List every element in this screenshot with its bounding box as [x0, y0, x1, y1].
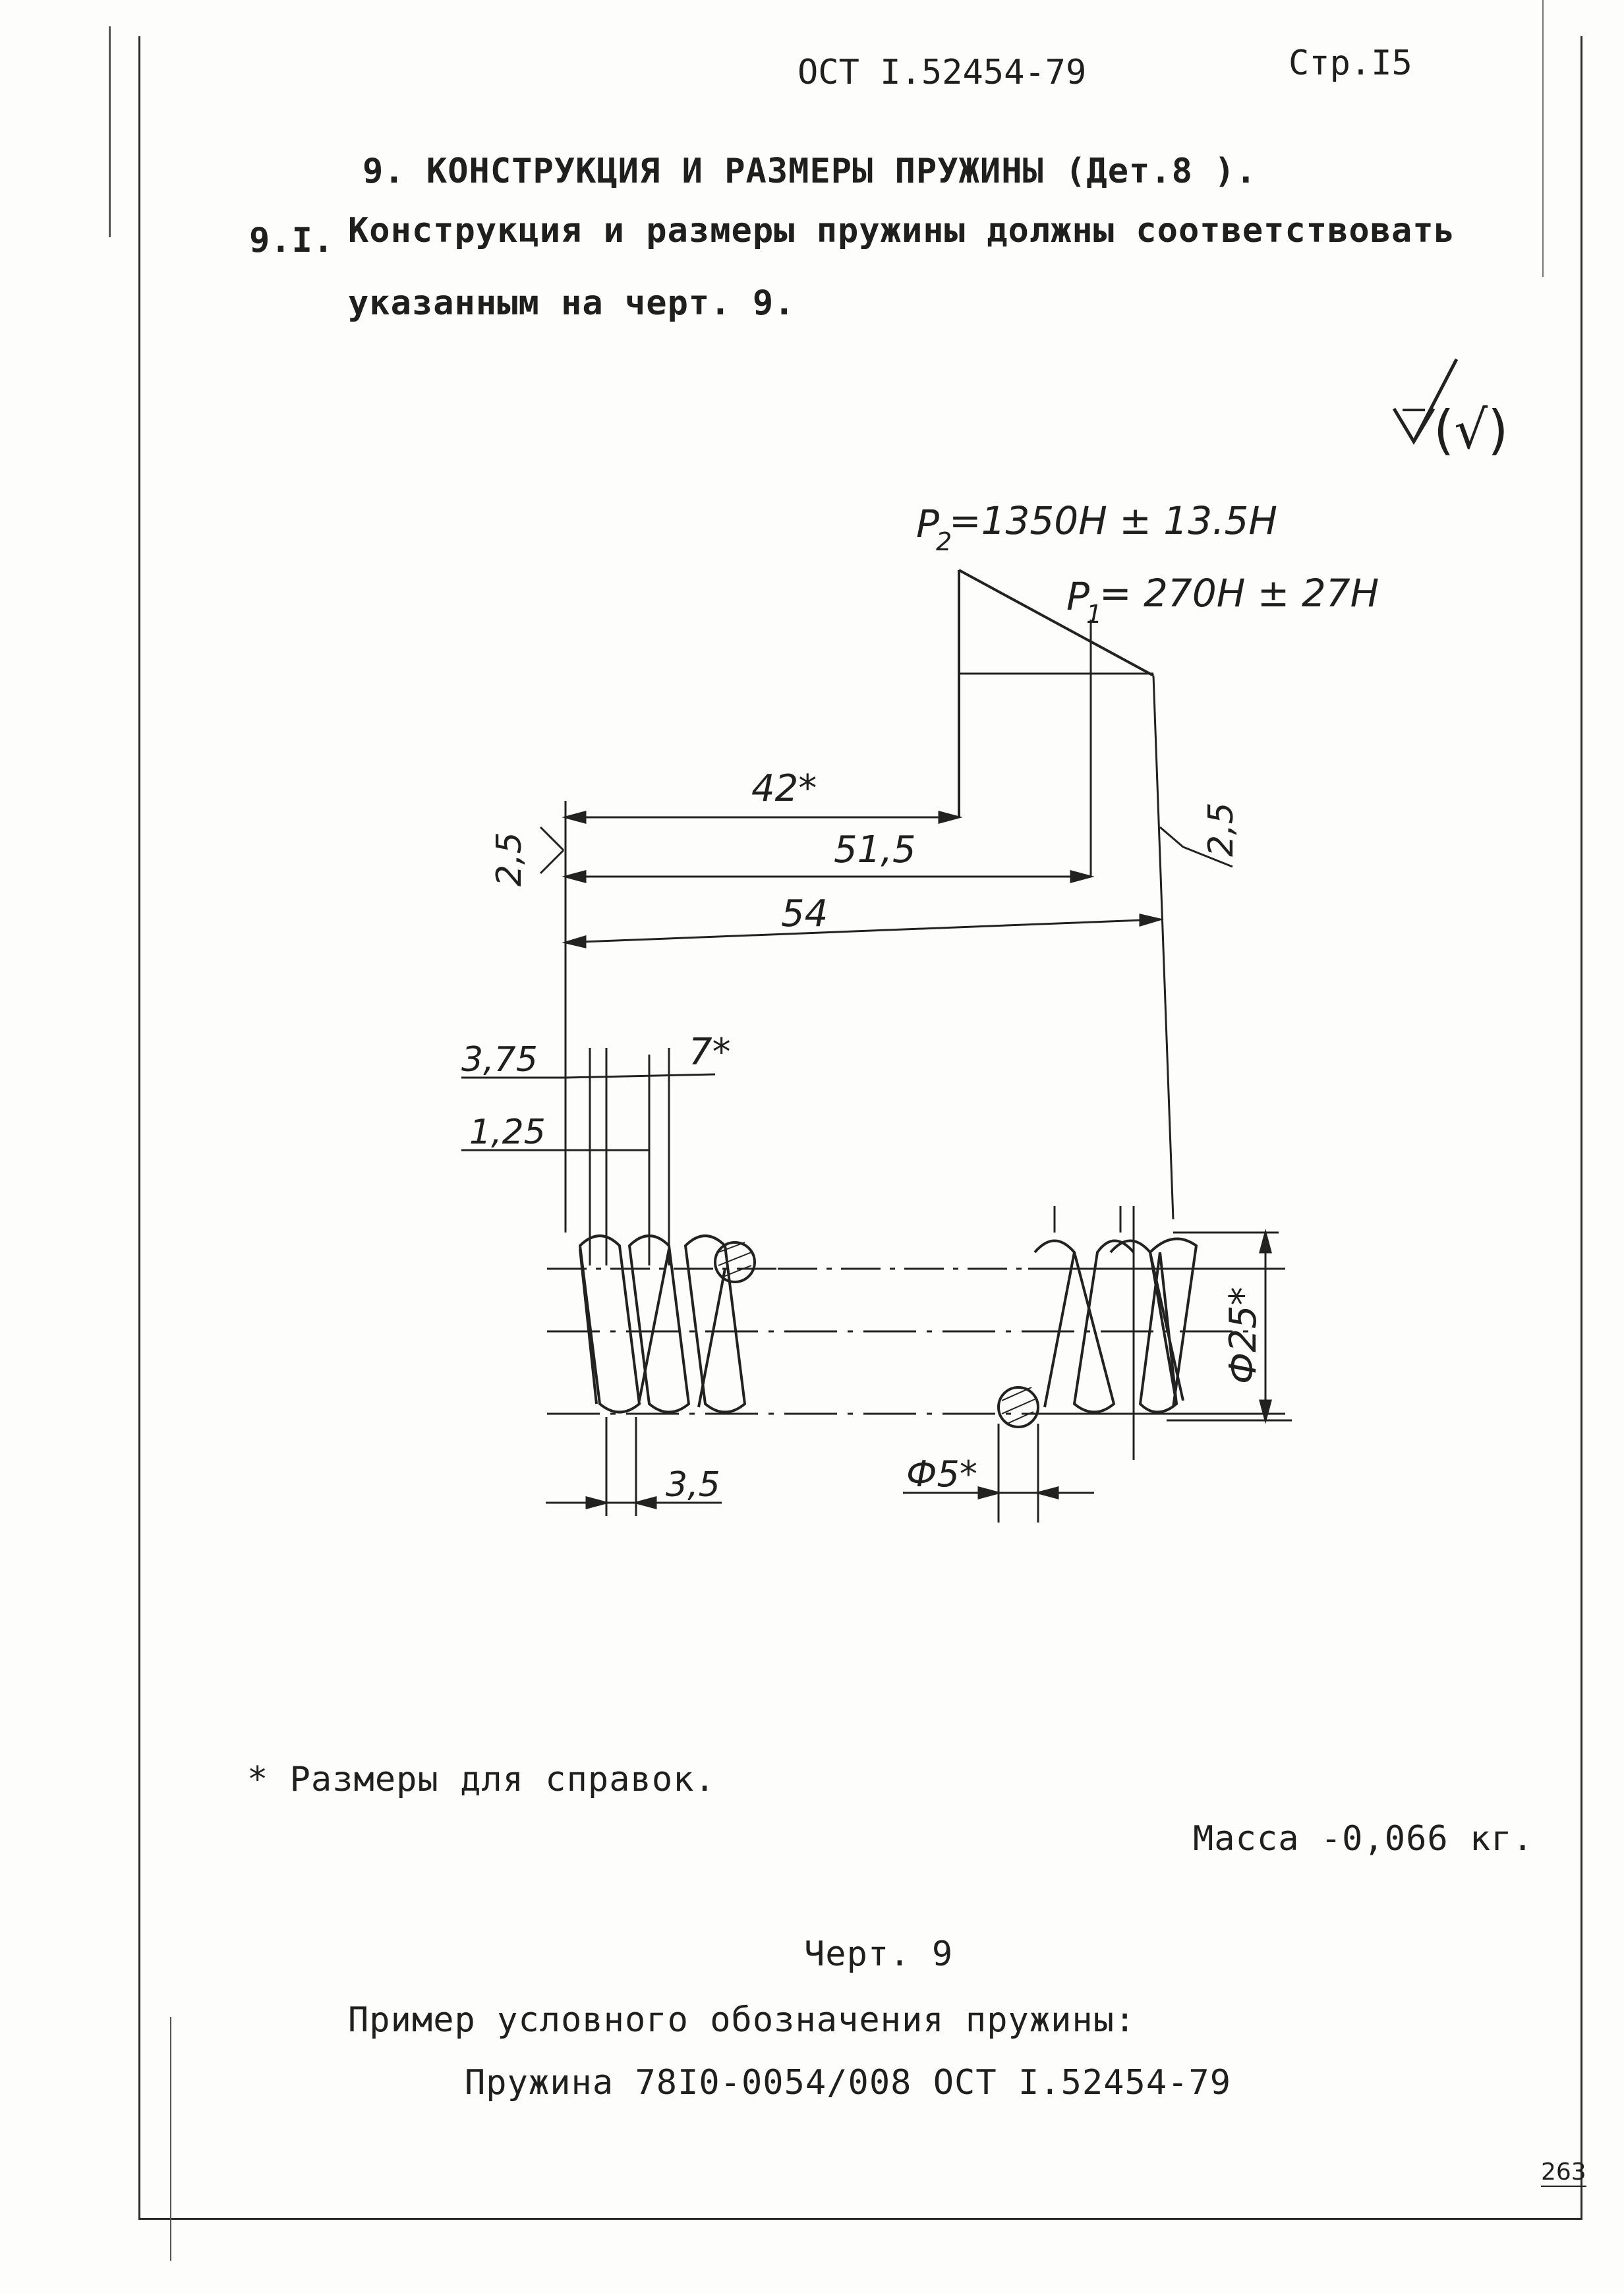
svg-text:= 270Н ± 27Н: = 270Н ± 27Н [1099, 571, 1379, 616]
figure-caption: Черт. 9 [804, 1934, 954, 1974]
dim-2-5-left: 2,5 [490, 832, 529, 886]
spring-drawing: (√) P 2 =1350Н ± 13.5Н P 1 = 270Н ± 27Н … [461, 358, 1508, 1523]
dim-1-25: 1,25 [469, 1113, 546, 1152]
mass-note: Масса -0,066 кг. [1193, 1819, 1534, 1859]
svg-text:1: 1 [1086, 600, 1102, 629]
dim-54: 54 [781, 892, 828, 935]
example-designation: Пружина 78I0-0054/008 ОСТ I.52454-79 [465, 2063, 1232, 2103]
load-p2-label: P 2 =1350Н ± 13.5Н [916, 498, 1277, 556]
dim-2-5-right: 2,5 [1202, 802, 1241, 857]
margin-line [1542, 0, 1544, 277]
dim-d25: Ф25* [1222, 1287, 1265, 1384]
svg-text:P: P [916, 502, 939, 546]
roughness-value: (√) [1434, 399, 1508, 461]
svg-text:P: P [1066, 574, 1089, 619]
margin-line [109, 26, 111, 237]
clause-line-1: Конструкция и размеры пружины должны соо… [348, 211, 1455, 250]
clause-number: 9.I. [249, 221, 335, 260]
dim-3-5: 3,5 [666, 1465, 720, 1505]
dim-3-75: 3,75 [461, 1040, 538, 1080]
load-p1-label: P 1 = 270Н ± 27Н [1066, 571, 1379, 629]
example-intro: Пример условного обозначения пружины: [348, 2000, 1136, 2040]
svg-text:=1350Н ± 13.5Н: =1350Н ± 13.5Н [949, 498, 1277, 543]
dim-7: 7* [689, 1031, 731, 1074]
document-standard: ОСТ I.52454-79 [798, 53, 1087, 92]
reference-note: * Размеры для справок. [247, 1760, 716, 1799]
page-number: Стр.I5 [1289, 44, 1412, 83]
roughness-symbol [1392, 358, 1459, 445]
clause-line-2: указанным на черт. 9. [348, 283, 796, 323]
sheet-number: 263 [1541, 2159, 1586, 2187]
dim-51-5: 51,5 [834, 828, 916, 871]
dim-d5: Ф5* [906, 1453, 977, 1495]
section-title: 9. КОНСТРУКЦИЯ И РАЗМЕРЫ ПРУЖИНЫ (Дет.8 … [362, 152, 1257, 191]
page-frame [138, 36, 1582, 2220]
svg-text:2: 2 [936, 527, 952, 556]
dim-42: 42* [751, 767, 817, 810]
margin-line [170, 2017, 171, 2261]
